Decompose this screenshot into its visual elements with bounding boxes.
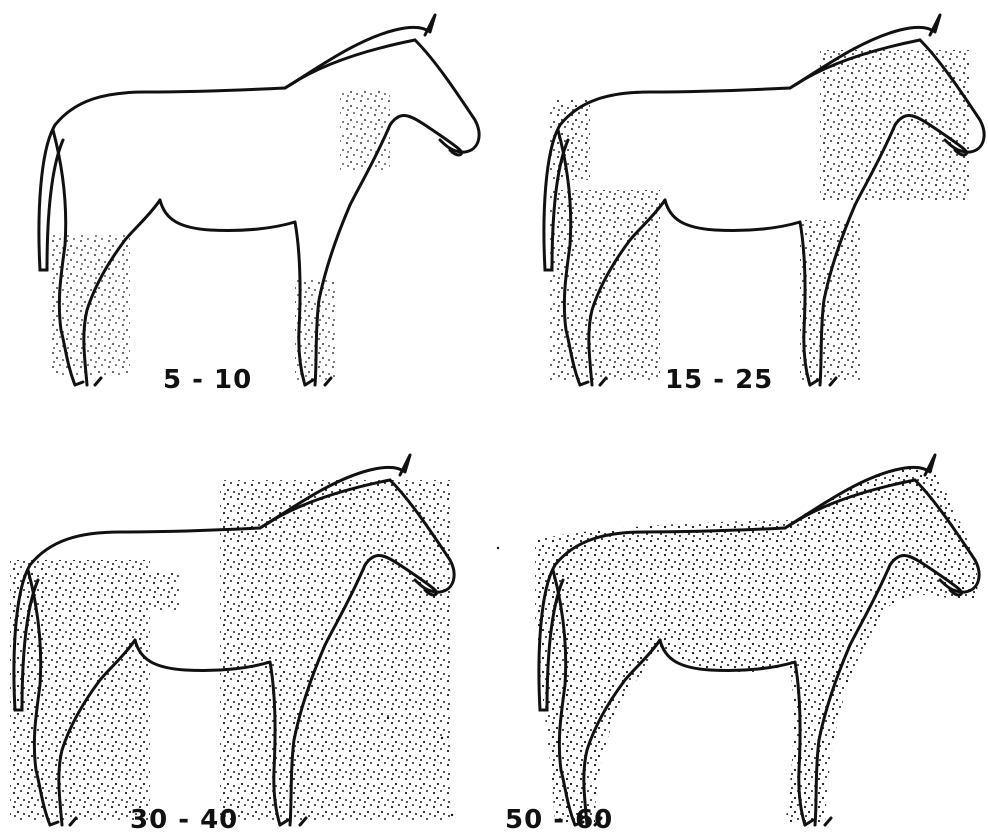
panel-label-2: 15 - 25 bbox=[665, 365, 773, 395]
stipple-region-2 bbox=[500, 0, 988, 400]
panel-3: 30 - 40 bbox=[0, 440, 470, 836]
stipple-region-4 bbox=[495, 440, 988, 836]
panel-1: 5 - 10 bbox=[0, 0, 495, 400]
panel-label-3: 30 - 40 bbox=[130, 805, 238, 835]
stipple-region-1 bbox=[0, 0, 495, 400]
panel-2: 15 - 25 bbox=[500, 0, 988, 400]
panel-4: 50 - 60 bbox=[495, 440, 988, 836]
stipple-region-3 bbox=[0, 440, 470, 836]
panel-label-1: 5 - 10 bbox=[163, 365, 252, 395]
panel-label-4: 50 - 60 bbox=[505, 805, 613, 835]
